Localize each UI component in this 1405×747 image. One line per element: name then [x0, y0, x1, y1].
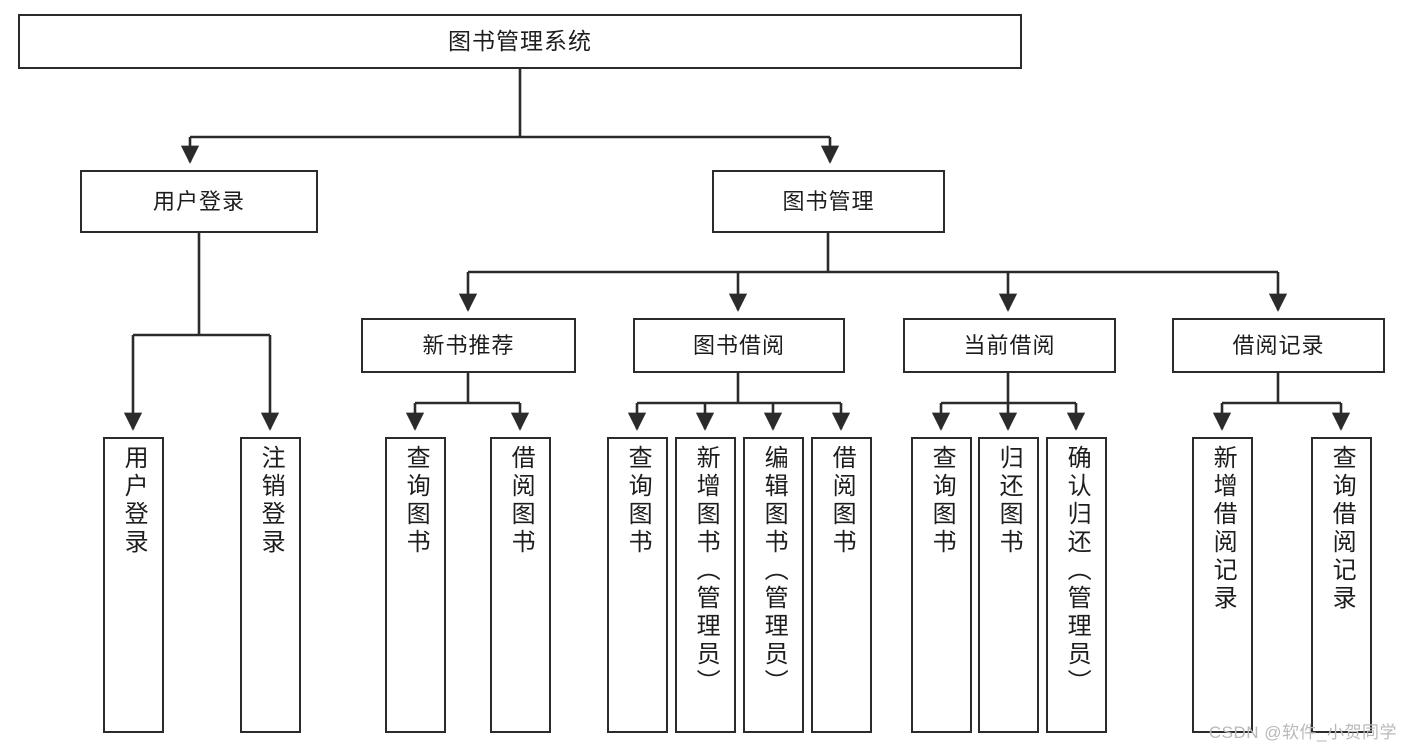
node-borrow-records[interactable]: 借阅记录	[1172, 318, 1385, 373]
watermark: CSDN @软件_小贺同学	[1208, 723, 1397, 742]
node-current-borrow[interactable]: 当前借阅	[903, 318, 1116, 373]
node-label: 新书推荐	[422, 332, 515, 358]
node-label: 图书管理系统	[448, 28, 592, 55]
node-root[interactable]: 图书管理系统	[18, 14, 1022, 69]
node-label: 新增图书（管理员）	[692, 445, 720, 697]
node-label: 当前借阅	[963, 332, 1056, 358]
node-label: 编辑图书（管理员）	[760, 445, 788, 697]
leaf-query-book-current[interactable]: 查询图书	[911, 437, 972, 733]
leaf-return-book[interactable]: 归还图书	[978, 437, 1039, 733]
node-label: 图书借阅	[692, 332, 785, 358]
node-label: 借阅图书	[828, 445, 856, 557]
leaf-query-borrow-record[interactable]: 查询借阅记录	[1311, 437, 1372, 733]
node-label: 注销登录	[257, 445, 285, 557]
node-label: 图书管理	[782, 188, 875, 214]
node-label: 查询图书	[928, 445, 956, 557]
node-label: 借阅记录	[1232, 332, 1325, 358]
node-new-book-recommend[interactable]: 新书推荐	[361, 318, 576, 373]
node-label: 查询借阅记录	[1328, 445, 1356, 613]
leaf-edit-book-admin[interactable]: 编辑图书（管理员）	[743, 437, 804, 733]
node-label: 新增借阅记录	[1209, 445, 1237, 613]
leaf-query-book-recommend[interactable]: 查询图书	[385, 437, 446, 733]
leaf-query-book-borrow[interactable]: 查询图书	[607, 437, 668, 733]
leaf-borrow-book-recommend[interactable]: 借阅图书	[490, 437, 551, 733]
node-user-login[interactable]: 用户登录	[80, 170, 318, 233]
leaf-add-book-admin[interactable]: 新增图书（管理员）	[675, 437, 736, 733]
leaf-add-borrow-record[interactable]: 新增借阅记录	[1192, 437, 1253, 733]
leaf-confirm-return-admin[interactable]: 确认归还（管理员）	[1046, 437, 1107, 733]
node-book-borrow[interactable]: 图书借阅	[633, 318, 845, 373]
leaf-logout[interactable]: 注销登录	[240, 437, 301, 733]
node-label: 借阅图书	[507, 445, 535, 557]
node-label: 查询图书	[402, 445, 430, 557]
node-label: 用户登录	[120, 445, 148, 557]
node-book-management[interactable]: 图书管理	[712, 170, 945, 233]
leaf-borrow-book[interactable]: 借阅图书	[811, 437, 872, 733]
node-label: 查询图书	[624, 445, 652, 557]
node-label: 确认归还（管理员）	[1063, 445, 1091, 697]
node-label: 归还图书	[995, 445, 1023, 557]
node-label: 用户登录	[152, 188, 245, 214]
leaf-user-login[interactable]: 用户登录	[103, 437, 164, 733]
